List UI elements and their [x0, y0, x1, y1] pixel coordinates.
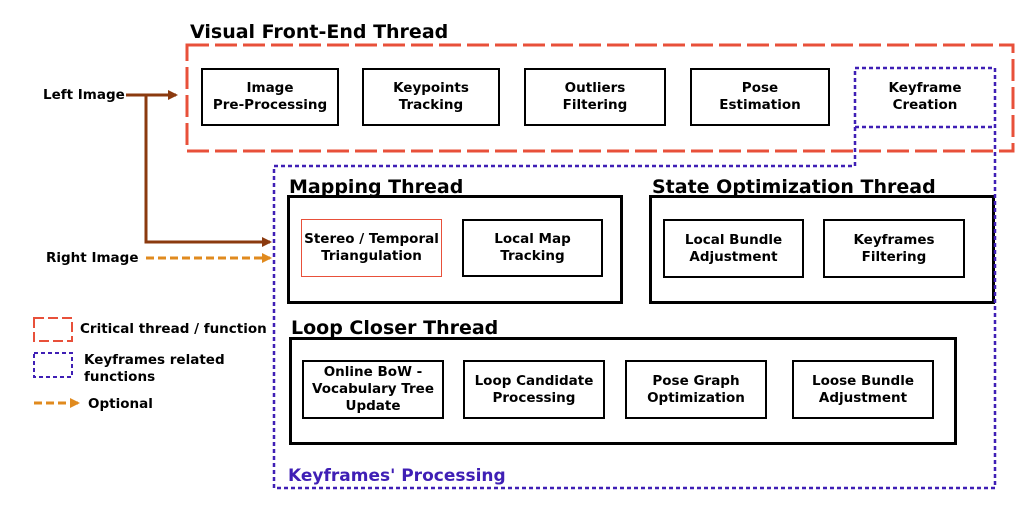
legend-keyframes-swatch: [33, 352, 73, 378]
legend-keyframes-label: Keyframes related functions: [84, 352, 225, 385]
legend-critical-swatch: [33, 317, 73, 342]
legend-critical-label: Critical thread / function: [80, 321, 267, 337]
keyframes-filtering-box: Keyframes Filtering: [823, 219, 965, 278]
right-image-label: Right Image: [46, 250, 139, 266]
online-bow-vocabulary-tree-box: Online BoW - Vocabulary Tree Update: [302, 360, 444, 419]
outliers-filtering-box: Outliers Filtering: [524, 68, 666, 126]
legend-optional-label: Optional: [88, 396, 153, 412]
loose-bundle-adjustment-box: Loose Bundle Adjustment: [792, 360, 934, 419]
pose-estimation-box: Pose Estimation: [690, 68, 830, 126]
loop-closer-thread-title: Loop Closer Thread: [291, 317, 499, 339]
pose-graph-optimization-box: Pose Graph Optimization: [625, 360, 767, 419]
keyframes-processing-title: Keyframes' Processing: [288, 466, 506, 486]
keypoints-tracking-box: Keypoints Tracking: [362, 68, 500, 126]
left-image-label: Left Image: [43, 87, 125, 103]
frontend-thread-title: Visual Front-End Thread: [190, 21, 449, 43]
keyframe-creation-box: Keyframe Creation: [888, 80, 962, 113]
local-map-tracking-box: Local Map Tracking: [462, 219, 603, 277]
loop-candidate-processing-box: Loop Candidate Processing: [463, 360, 605, 419]
stereo-temporal-triangulation-box: Stereo / Temporal Triangulation: [301, 219, 442, 277]
image-preprocessing-box: Image Pre-Processing: [201, 68, 339, 126]
local-bundle-adjustment-box: Local Bundle Adjustment: [663, 219, 804, 278]
